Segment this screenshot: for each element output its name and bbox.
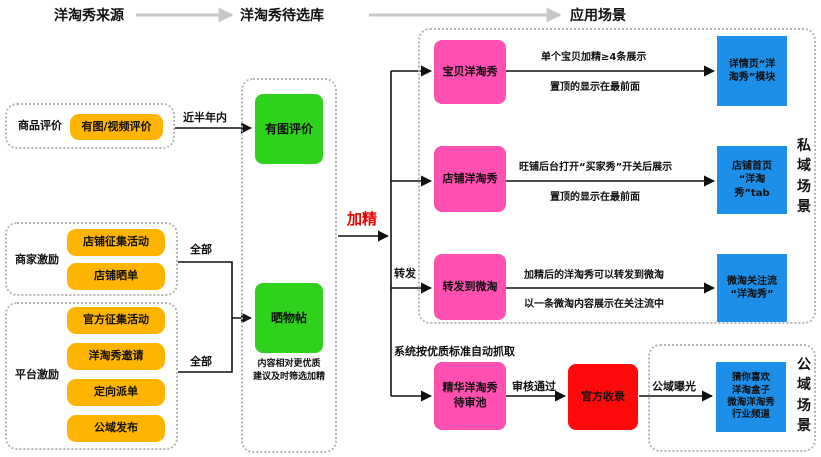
private-scene-group [418, 28, 816, 324]
scene-source-node: 店铺洋淘秀 [434, 146, 506, 212]
platform-item: 公域发布 [67, 415, 165, 442]
review-group-label: 商品评价 [18, 118, 62, 132]
scene-desc: 置顶的显示在最前面 [550, 192, 640, 203]
private-scene-label: 私域场景 [797, 138, 811, 215]
label-all-platform: 全部 [190, 355, 212, 368]
header-source: 洋淘秀来源 [54, 8, 124, 24]
scene-desc: 旺铺后台打开“买家秀”开关后展示 [519, 162, 673, 173]
label-featured: 加精 [347, 210, 378, 228]
label-forward: 转发 [394, 267, 416, 280]
header-scene: 应用场景 [570, 8, 626, 24]
public-target-node: 猜你喜欢 洋淘盒子 微淘洋淘秀 行业频道 [716, 362, 786, 432]
scene-target-node: 店铺首页 “洋淘 秀”tab [717, 146, 787, 214]
pool-note: 内容相对更优质 建议及时筛选加精 [252, 358, 325, 383]
platform-item: 官方征集活动 [67, 307, 165, 334]
scene-desc: 置顶的显示在最前面 [550, 82, 640, 93]
share-post-node: 晒物帖 [255, 283, 323, 353]
merchant-item: 店铺征集活动 [67, 229, 165, 256]
platform-item: 定向派单 [67, 379, 165, 406]
label-auto-grab: 系统按优质标准自动抓取 [394, 345, 515, 358]
public-scene-group [648, 344, 816, 452]
review-item: 有图/视频评价 [70, 114, 163, 140]
arrow-platform [178, 318, 233, 373]
pool-group [241, 78, 337, 453]
scene-source-node: 转发到微淘 [434, 254, 506, 320]
scene-target-node: 微淘关注流 “洋淘秀” [717, 254, 787, 322]
official-node: 官方收录 [568, 364, 638, 430]
label-review-pass: 审核通过 [512, 380, 556, 393]
label-half-year: 近半年内 [183, 111, 227, 124]
scene-desc: 加精后的洋淘秀可以转发到微淘 [524, 270, 664, 281]
header-pool: 洋淘秀待选库 [240, 8, 324, 24]
scene-target-node: 详情页“洋 淘秀”模块 [717, 36, 787, 106]
premium-pool-node: 精华洋淘秀 待审池 [434, 362, 506, 430]
review-group [5, 103, 175, 149]
scene-desc: 以一条微淘内容展示在关注流中 [524, 299, 664, 310]
scene-desc: 单个宝贝加精≥4条展示 [541, 52, 647, 63]
public-scene-label: 公域场景 [797, 357, 811, 434]
label-all-merchant: 全部 [190, 243, 212, 256]
merchant-group-label: 商家激励 [15, 252, 59, 266]
pic-review-node: 有图评价 [255, 94, 323, 164]
label-public-exposure: 公域曝光 [652, 380, 696, 393]
merchant-group [5, 222, 178, 296]
platform-group-label: 平台激励 [15, 367, 59, 381]
scene-source-node: 宝贝洋淘秀 [434, 40, 506, 104]
platform-group [5, 302, 178, 450]
platform-item: 洋淘秀邀请 [67, 343, 165, 370]
arrow-merchant [178, 261, 233, 318]
merchant-item: 店铺晒单 [67, 263, 165, 290]
